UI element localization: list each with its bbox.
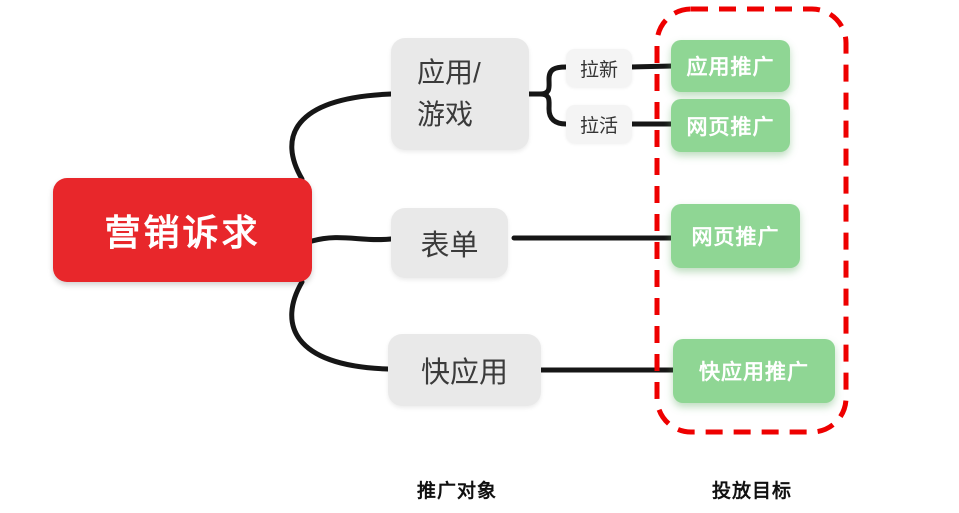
target-quick-app-promotion-label: 快应用推广 [699,361,809,384]
target-node-quick-app-promotion: 快应用推广 [673,339,835,403]
sub-node-acquire-new-label: 拉新 [579,59,618,81]
column-caption-delivery-target: 投放目标 [712,481,793,502]
root-node-label: 营销诉求 [104,212,261,253]
connector-root-to-app-game [289,91,394,182]
target-node-app-promotion: 应用推广 [671,40,790,92]
branch-node-quick-app: 快应用 [388,334,541,406]
target-web-promotion-2-label: 网页推广 [691,226,780,249]
column-caption-promotion-object: 推广对象 [417,481,498,502]
target-node-web-promotion-1: 网页推广 [671,99,790,152]
target-node-web-promotion-2: 网页推广 [671,204,800,268]
branch-form-label: 表单 [420,230,479,262]
connector-branch-down-to-lahuo [537,91,569,127]
target-app-promotion-label: 应用推广 [686,56,775,79]
branch-app-game-line1: 应用/ [417,57,481,88]
branch-node-form: 表单 [391,208,508,278]
branch-quick-app-label: 快应用 [420,357,508,389]
connector-laxin-to-app-promo [628,63,676,70]
sub-node-acquire-new: 拉新 [566,49,632,87]
sub-node-reactivate: 拉活 [566,105,632,143]
branch-node-app-game-text: 应用/ 游戏 [417,52,481,136]
connector-root-to-form [309,235,394,244]
branch-app-game-line2: 游戏 [417,99,474,130]
highlight-dashed-border [654,6,849,435]
connector-branch-up-to-laxin [537,64,569,97]
branch-node-app-game: 应用/ 游戏 [391,38,529,150]
sub-node-reactivate-label: 拉活 [579,115,618,137]
connector-root-to-quick-app [289,279,391,372]
root-node-marketing-demand: 营销诉求 [53,178,312,282]
target-web-promotion-1-label: 网页推广 [686,115,775,139]
